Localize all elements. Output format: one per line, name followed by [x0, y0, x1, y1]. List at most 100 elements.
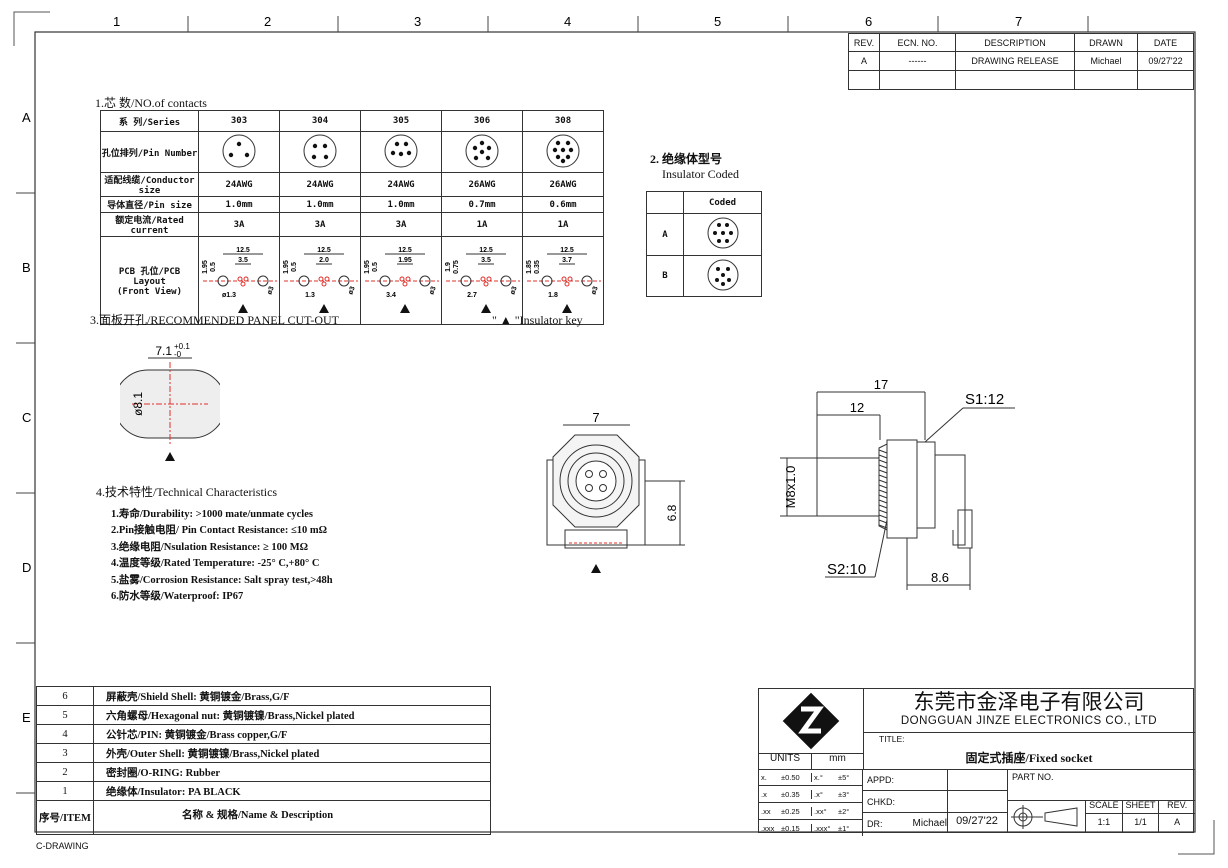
tol-key: .xxx° — [814, 823, 831, 833]
series-303: 303 — [198, 110, 280, 132]
bom-item-number: 4 — [36, 724, 94, 744]
pcb-h1: 1.9 — [445, 262, 452, 272]
pcb-h2: 0.75 — [453, 260, 460, 274]
pcb-h2: 0.5 — [291, 262, 298, 272]
scale-value: 1:1 — [1097, 817, 1111, 827]
sheet-value: 1/1 — [1134, 817, 1147, 827]
sheet-label: SHEET — [1122, 800, 1159, 814]
ecn-value: ------ — [879, 51, 956, 71]
pcb-h2: 0.5 — [372, 262, 379, 272]
drawing-title: 固定式插座/Fixed socket — [965, 751, 1093, 765]
tol-value: ±2° — [838, 806, 850, 816]
pcb-pitch: 3.5 — [481, 257, 491, 264]
dr-label: DR: — [867, 818, 883, 829]
conductor-value: 24AWG — [198, 172, 280, 197]
section-s2: S2:10 — [827, 561, 866, 578]
pcb-b: 3.4 — [386, 292, 396, 299]
projection-symbol-icon — [1011, 805, 1078, 829]
pcb-hole: ø3 — [509, 286, 518, 296]
pcb-layout: 12.5 3.7 1.85 0.35 1.8 ø3 — [526, 247, 601, 313]
pcb-layout: 12.5 2.0 1.95 0.5 1.3 ø3 — [283, 247, 358, 313]
pin-size-value: 1.0mm — [198, 196, 280, 213]
pcb-pitch: 1.95 — [398, 257, 412, 264]
tech-item: 3.绝缘电阻/Nsulation Resistance: ≥ 100 MΩ — [111, 541, 309, 553]
pcb-layout-drawing: 12.5 3.5 1.95 0.5 ø1.3 ø3 — [198, 236, 280, 325]
tech-item: 6.防水等级/Waterproof: IP67 — [111, 591, 244, 602]
pcb-hole: ø3 — [590, 286, 599, 296]
series-304: 304 — [279, 110, 361, 132]
ruler-row-label: B — [22, 260, 31, 275]
pin-diagram — [465, 134, 499, 167]
company-name: 东莞市金泽电子有限公司 DONGGUAN JINZE ELECTRONICS C… — [863, 689, 1195, 727]
pin-layout — [522, 131, 604, 173]
code-b-pins — [683, 255, 762, 297]
code-a-pins — [683, 213, 762, 256]
pcb-layout: 12.5 1.95 1.95 0.5 3.4 ø3 — [364, 247, 439, 313]
ruler-column-label: 1 — [113, 14, 120, 29]
company-en: DONGGUAN JINZE ELECTRONICS CO., LTD — [900, 715, 1158, 727]
pcb-width: 12.5 — [479, 247, 493, 254]
key-triangle-icon — [238, 304, 248, 313]
units-label: UNITS — [759, 753, 812, 769]
drawn-value: Michael — [1074, 51, 1138, 71]
key-triangle-icon — [591, 564, 601, 573]
pcb-b: 1.3 — [305, 292, 315, 299]
pcb-h2: 0.35 — [534, 260, 541, 274]
ruler-row-label: C — [22, 410, 31, 425]
bom-header-item: 序号/ITEM — [36, 800, 94, 835]
ruler-column-label: 2 — [264, 14, 271, 29]
current-value: 3A — [198, 212, 280, 237]
front-width: 7 — [592, 410, 599, 425]
description-header: DESCRIPTION — [955, 33, 1075, 52]
pin-diagram — [303, 134, 337, 167]
pin-size-value: 0.7mm — [441, 196, 523, 213]
date-header: DATE — [1137, 33, 1194, 52]
current-value: 1A — [441, 212, 523, 237]
conductor-label: 适配线缆/Conductor size — [100, 172, 199, 197]
company-cn: 东莞市金泽电子有限公司 — [913, 691, 1145, 714]
pin-number-label: 孔位排列/Pin Number — [100, 131, 199, 173]
coded-header: Coded — [683, 191, 762, 214]
insulator-key-note: " ▲ "Insulator key — [492, 313, 583, 327]
tol-value: ±5° — [838, 772, 850, 782]
key-triangle-icon — [400, 304, 410, 313]
current-value: 3A — [360, 212, 442, 237]
pin-diagram — [222, 134, 256, 167]
pcb-sub: (Front View) — [116, 287, 183, 297]
series-305: 305 — [360, 110, 442, 132]
pcb-pitch: 3.7 — [562, 257, 572, 264]
tolerance-row: .xxx±0.15.xxx°±1° — [759, 820, 863, 836]
series-306: 306 — [441, 110, 523, 132]
pin-size-value: 1.0mm — [360, 196, 442, 213]
pcb-h1: 1.85 — [526, 260, 533, 274]
drawn-date: 09/27'22 — [956, 815, 998, 827]
insulator-table: Coded A B — [646, 191, 762, 297]
pcb-b: 2.7 — [467, 292, 477, 299]
part-no-label: PART NO. — [1012, 772, 1054, 782]
pin-size-label: 导体直径/Pin size — [100, 196, 199, 213]
key-triangle-icon — [165, 452, 175, 461]
bom-item-description: 公针芯/PIN: 黄铜镀金/Brass copper,G/F — [93, 724, 491, 744]
pcb-b: 1.8 — [548, 292, 558, 299]
key-triangle-icon — [562, 304, 572, 313]
pin-layout — [360, 131, 442, 173]
series-308: 308 — [522, 110, 604, 132]
chkd-label: CHKD: — [867, 796, 896, 807]
pcb-width: 12.5 — [398, 247, 412, 254]
rev-label: REV. — [1159, 800, 1196, 814]
tech-title: 4.技术特性/Technical Characteristics — [96, 485, 278, 499]
description-value: DRAWING RELEASE — [955, 51, 1075, 71]
rev-header: REV. — [848, 33, 880, 52]
pin-diagram — [384, 134, 418, 167]
series-label: 系 列/Series — [100, 110, 199, 132]
pin-layout — [279, 131, 361, 173]
pin-layout — [441, 131, 523, 173]
tol-minus: -0 — [174, 350, 182, 359]
tech-item: 1.寿命/Durability: >1000 mate/unmate cycle… — [111, 508, 313, 520]
